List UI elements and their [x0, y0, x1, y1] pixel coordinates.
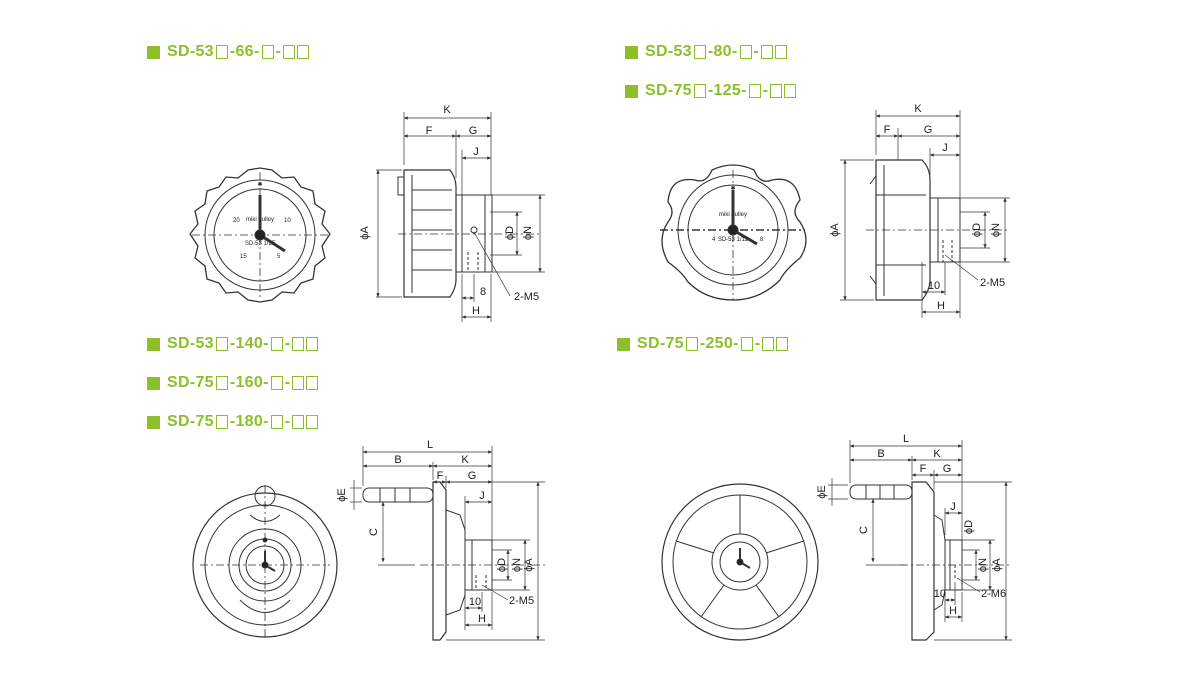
dim-10: 10 — [469, 596, 481, 608]
dim-k: K — [461, 454, 469, 466]
model-text: SD-53 1/12 — [718, 237, 749, 243]
dim-n: ϕN — [511, 558, 523, 572]
diagram-sd-53-66: ✱ miki pulley SD-53 1/25 20 10 15 5 — [189, 104, 545, 322]
svg-text:✱: ✱ — [257, 181, 262, 188]
diagram-sd-75-250: L B K F G J ϕE C ϕD ϕN ϕA 10 2-M6 H — [661, 433, 1012, 641]
dim-e: ϕE — [816, 485, 828, 499]
bullet-square — [625, 45, 638, 59]
dim-thread: 2-M5 — [514, 291, 539, 303]
svg-text:4: 4 — [712, 237, 716, 243]
bullet-square — [147, 415, 160, 429]
large-handwheel-front-view — [661, 483, 819, 641]
heading-sd-75-250: SD-75 -250- - — [617, 335, 790, 353]
dim-j: J — [950, 501, 956, 513]
dim-n: ϕN — [977, 558, 989, 572]
dim-10: 10 — [934, 588, 946, 600]
dim-f: F — [426, 125, 433, 137]
dim-g: G — [468, 470, 477, 482]
svg-text:5: 5 — [277, 254, 281, 260]
heading-sd-75-125: SD-75 -125- - — [625, 82, 798, 100]
dim-thread: 2-M5 — [980, 277, 1005, 289]
dim-f: F — [920, 463, 927, 475]
heading-sd-53-66: SD-53 -66- - — [147, 43, 311, 61]
dim-n: ϕN — [990, 223, 1002, 237]
dim-j: J — [942, 142, 948, 154]
diagram-sd-53-80: ✱ miki pulley SD-53 1/12 4 8 — [660, 103, 1010, 318]
dim-8: 8 — [480, 286, 486, 298]
heading-sd-75-180: SD-75 -180- - — [147, 413, 320, 431]
dim-l: L — [427, 439, 433, 451]
dim-n: ϕN — [522, 226, 534, 240]
heading-sd-75-160: SD-75 -160- - — [147, 374, 320, 392]
dim-thread: 2-M6 — [981, 588, 1006, 600]
dim-b: B — [877, 448, 884, 460]
bullet-square — [147, 376, 160, 390]
dim-c: C — [368, 528, 380, 536]
svg-text:15: 15 — [240, 254, 247, 260]
dimension-lines — [840, 110, 1010, 318]
bullet-square — [625, 84, 638, 98]
bullet-square — [147, 337, 160, 351]
dim-b: B — [394, 454, 401, 466]
dim-f: F — [437, 470, 444, 482]
bullet-square — [617, 337, 630, 351]
dim-j: J — [473, 146, 479, 158]
dim-k: K — [443, 104, 451, 116]
svg-text:✱: ✱ — [730, 185, 735, 192]
dimension-lines — [376, 112, 545, 322]
dim-c: C — [858, 526, 870, 534]
dim-a: ϕA — [523, 558, 535, 572]
dim-k: K — [933, 448, 941, 460]
svg-text:10: 10 — [284, 218, 291, 224]
dim-d: ϕD — [971, 223, 983, 237]
dim-h: H — [949, 605, 957, 617]
model-text: SD-53 1/25 — [245, 241, 276, 247]
star-knob-front-view: ✱ miki pulley SD-53 1/12 4 8 — [660, 164, 807, 301]
heading-sd-53-80: SD-53 -80- - — [625, 43, 789, 61]
brand-text: miki pulley — [246, 217, 274, 223]
dim-d: ϕD — [504, 226, 516, 240]
dim-d: ϕD — [496, 558, 508, 572]
dim-h: H — [478, 613, 486, 625]
dim-thread: 2-M5 — [509, 595, 534, 607]
dim-g: G — [469, 125, 478, 137]
dimension-lines — [828, 440, 1012, 641]
heading-sd-53-140: SD-53 -140- - — [147, 335, 320, 353]
large-handwheel-side-view — [849, 481, 1010, 641]
knob-side-view — [397, 169, 540, 298]
handwheel-front-view — [192, 485, 338, 640]
dim-h: H — [472, 305, 480, 317]
dimension-lines — [350, 446, 545, 641]
dim-a: ϕA — [991, 558, 1003, 572]
dim-j: J — [479, 490, 485, 502]
dim-10: 10 — [928, 280, 940, 292]
dim-h: H — [937, 300, 945, 312]
svg-text:8: 8 — [760, 237, 764, 243]
dim-g: G — [943, 463, 952, 475]
dim-g: G — [924, 124, 933, 136]
dim-f: F — [884, 124, 891, 136]
dim-e: ϕE — [336, 488, 348, 502]
dim-d: ϕD — [963, 520, 975, 534]
diagram-sd-53-140: L B K F G J ϕE C ϕD ϕN ϕA 10 2-M5 H — [192, 439, 545, 641]
knob-front-view: ✱ miki pulley SD-53 1/25 20 10 15 5 — [189, 167, 331, 303]
bullet-square — [147, 45, 160, 59]
dim-a: ϕA — [829, 223, 841, 237]
brand-text: miki pulley — [719, 212, 747, 218]
dim-k: K — [914, 103, 922, 115]
svg-text:20: 20 — [233, 218, 240, 224]
dim-a: ϕA — [359, 226, 371, 240]
dim-l: L — [903, 433, 909, 445]
